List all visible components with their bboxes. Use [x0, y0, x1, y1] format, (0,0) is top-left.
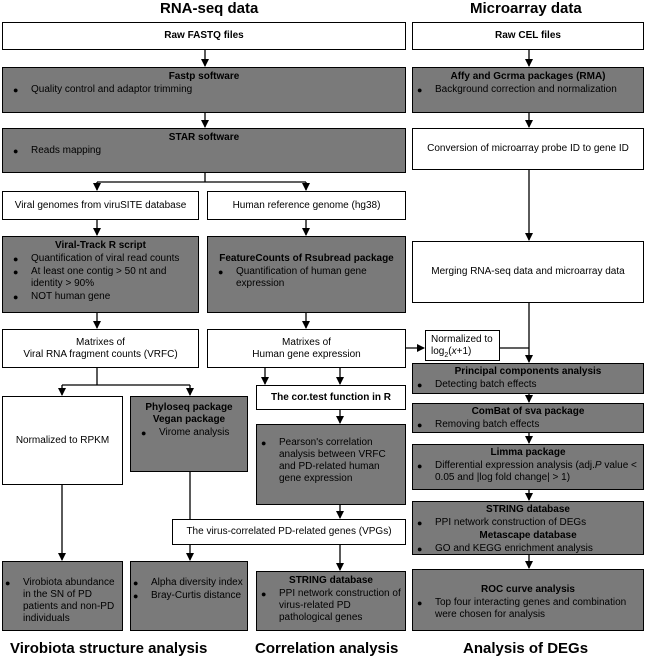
- rpkm-label: Normalized to RPKM: [15, 434, 110, 446]
- combat-title: ComBat of sva package: [471, 406, 585, 417]
- cortest-box: The cor.test function in R: [256, 385, 406, 410]
- combat-box: ComBat of sva package Removing batch eff…: [412, 403, 644, 433]
- normalized-log-base: 2: [444, 352, 449, 359]
- phyloseq-bullet: Virome analysis: [141, 427, 243, 439]
- limma-title: Limma package: [490, 447, 566, 458]
- fastp-box: Fastp software Quality control and adapt…: [2, 67, 406, 113]
- string-correlation-box: STRING database PPI network construction…: [256, 571, 406, 631]
- limma-bullet-p: P: [594, 460, 602, 471]
- normalized-line1: Normalized to: [431, 334, 493, 345]
- viral-track-bullet: NOT human gene: [13, 291, 194, 303]
- pca-box: Principal components analysis Detecting …: [412, 363, 644, 394]
- normalized-suffix: +1): [456, 346, 472, 357]
- diversity-box: Alpha diversity index Bray-Curtis distan…: [130, 561, 248, 631]
- raw-fastq-box: Raw FASTQ files: [2, 22, 406, 50]
- conversion-box: Conversion of microarray probe ID to gen…: [412, 128, 644, 170]
- featurecounts-bullet: Quantification of human gene expression: [218, 266, 401, 290]
- metascape-title: Metascape database: [479, 530, 577, 541]
- viral-genomes-box: Viral genomes from viruSITE database: [2, 191, 199, 220]
- human-ref-label: Human reference genome (hg38): [232, 199, 381, 211]
- string-correlation-title: STRING database: [289, 575, 373, 586]
- affy-box: Affy and Gcrma packages (RMA) Background…: [412, 67, 644, 113]
- viral-track-box: Viral-Track R script Quantification of v…: [2, 236, 199, 313]
- limma-bullet: Differential expression analysis (adj.P …: [417, 460, 639, 484]
- heading-correlation: Correlation analysis: [255, 640, 399, 657]
- affy-title: Affy and Gcrma packages (RMA): [450, 71, 606, 82]
- heading-virobiota: Virobiota structure analysis: [10, 640, 208, 657]
- fastp-bullet: Quality control and adaptor trimming: [13, 84, 401, 96]
- human-matrix-line2: Human gene expression: [252, 348, 361, 360]
- vpgs-label: The virus-correlated PD-related genes (V…: [186, 526, 392, 537]
- vpgs-box: The virus-correlated PD-related genes (V…: [172, 519, 406, 545]
- pca-bullet: Detecting batch effects: [417, 379, 639, 391]
- limma-bullet-suffix: value < 0.05 and |log fold change| > 1): [435, 460, 637, 483]
- raw-cel-box: Raw CEL files: [412, 22, 644, 50]
- roc-bullet: Top four interacting genes and combinati…: [417, 597, 639, 621]
- phyloseq-box: Phyloseq package Vegan package Virome an…: [130, 396, 248, 472]
- raw-cel-label: Raw CEL files: [495, 30, 561, 41]
- pca-title: Principal components analysis: [454, 366, 602, 377]
- human-ref-box: Human reference genome (hg38): [207, 191, 406, 220]
- rpkm-box: Normalized to RPKM: [2, 396, 123, 485]
- normalized-var: x: [451, 346, 457, 357]
- abundance-bullet: Virobiota abundance in the SN of PD pati…: [5, 577, 120, 625]
- star-bullet: Reads mapping: [13, 145, 401, 157]
- pearson-bullet: Pearson's correlation analysis between V…: [261, 437, 403, 485]
- normalized-formula: log2(x+1): [431, 346, 499, 362]
- featurecounts-box: FeatureCounts of Rsubread package Quanti…: [207, 236, 406, 313]
- vrfc-matrix-line2: Viral RNA fragment counts (VRFC): [23, 348, 178, 360]
- string-degs-bullet: PPI network construction of DEGs: [417, 517, 639, 529]
- viral-genomes-label: Viral genomes from viruSITE database: [14, 199, 187, 211]
- merging-box: Merging RNA-seq data and microarray data: [412, 241, 644, 303]
- string-degs-title: STRING database: [486, 504, 570, 515]
- vrfc-matrix-line1: Matrixes of: [76, 336, 125, 348]
- fastp-title: Fastp software: [168, 71, 240, 82]
- vegan-title: Vegan package: [152, 414, 226, 425]
- heading-degs: Analysis of DEGs: [463, 640, 589, 657]
- viral-track-title: Viral-Track R script: [55, 240, 146, 251]
- cortest-label: The cor.test function in R: [270, 391, 391, 403]
- star-title: STAR software: [168, 132, 240, 143]
- affy-bullet: Background correction and normalization: [417, 84, 639, 96]
- limma-bullet-prefix: Differential expression analysis (adj.: [435, 460, 595, 471]
- phyloseq-title: Phyloseq package: [145, 402, 233, 413]
- string-metascape-box: STRING database PPI network construction…: [412, 501, 644, 555]
- conversion-label: Conversion of microarray probe ID to gen…: [427, 143, 629, 154]
- normalized-log: log: [431, 346, 445, 357]
- star-box: STAR software Reads mapping: [2, 128, 406, 173]
- combat-bullet: Removing batch effects: [417, 419, 639, 431]
- roc-title: ROC curve analysis: [481, 584, 575, 595]
- string-correlation-bullet: PPI network construction of virus-relate…: [261, 588, 403, 624]
- normalized-log-box: Normalized to log2(x+1): [425, 330, 500, 361]
- diversity-bullet: Bray-Curtis distance: [133, 590, 245, 602]
- abundance-box: Virobiota abundance in the SN of PD pati…: [2, 561, 123, 631]
- pearson-box: Pearson's correlation analysis between V…: [256, 424, 406, 505]
- normalized-open: (: [448, 346, 452, 357]
- heading-rnaseq: RNA-seq data: [160, 0, 259, 17]
- roc-box: ROC curve analysis Top four interacting …: [412, 569, 644, 631]
- metascape-bullet: GO and KEGG enrichment analysis: [417, 543, 639, 555]
- diversity-bullet: Alpha diversity index: [133, 577, 245, 589]
- raw-fastq-label: Raw FASTQ files: [164, 30, 244, 41]
- human-matrix-line1: Matrixes of: [282, 336, 331, 348]
- featurecounts-title: FeatureCounts of Rsubread package: [219, 253, 394, 264]
- limma-box: Limma package Differential expression an…: [412, 444, 644, 490]
- heading-microarray: Microarray data: [470, 0, 582, 17]
- viral-track-bullet: At least one contig > 50 nt and identity…: [13, 266, 194, 290]
- viral-track-bullet: Quantification of viral read counts: [13, 253, 194, 265]
- vrfc-matrix-box: Matrixes of Viral RNA fragment counts (V…: [2, 329, 199, 368]
- human-matrix-box: Matrixes of Human gene expression: [207, 329, 406, 368]
- merging-label: Merging RNA-seq data and microarray data: [431, 266, 625, 277]
